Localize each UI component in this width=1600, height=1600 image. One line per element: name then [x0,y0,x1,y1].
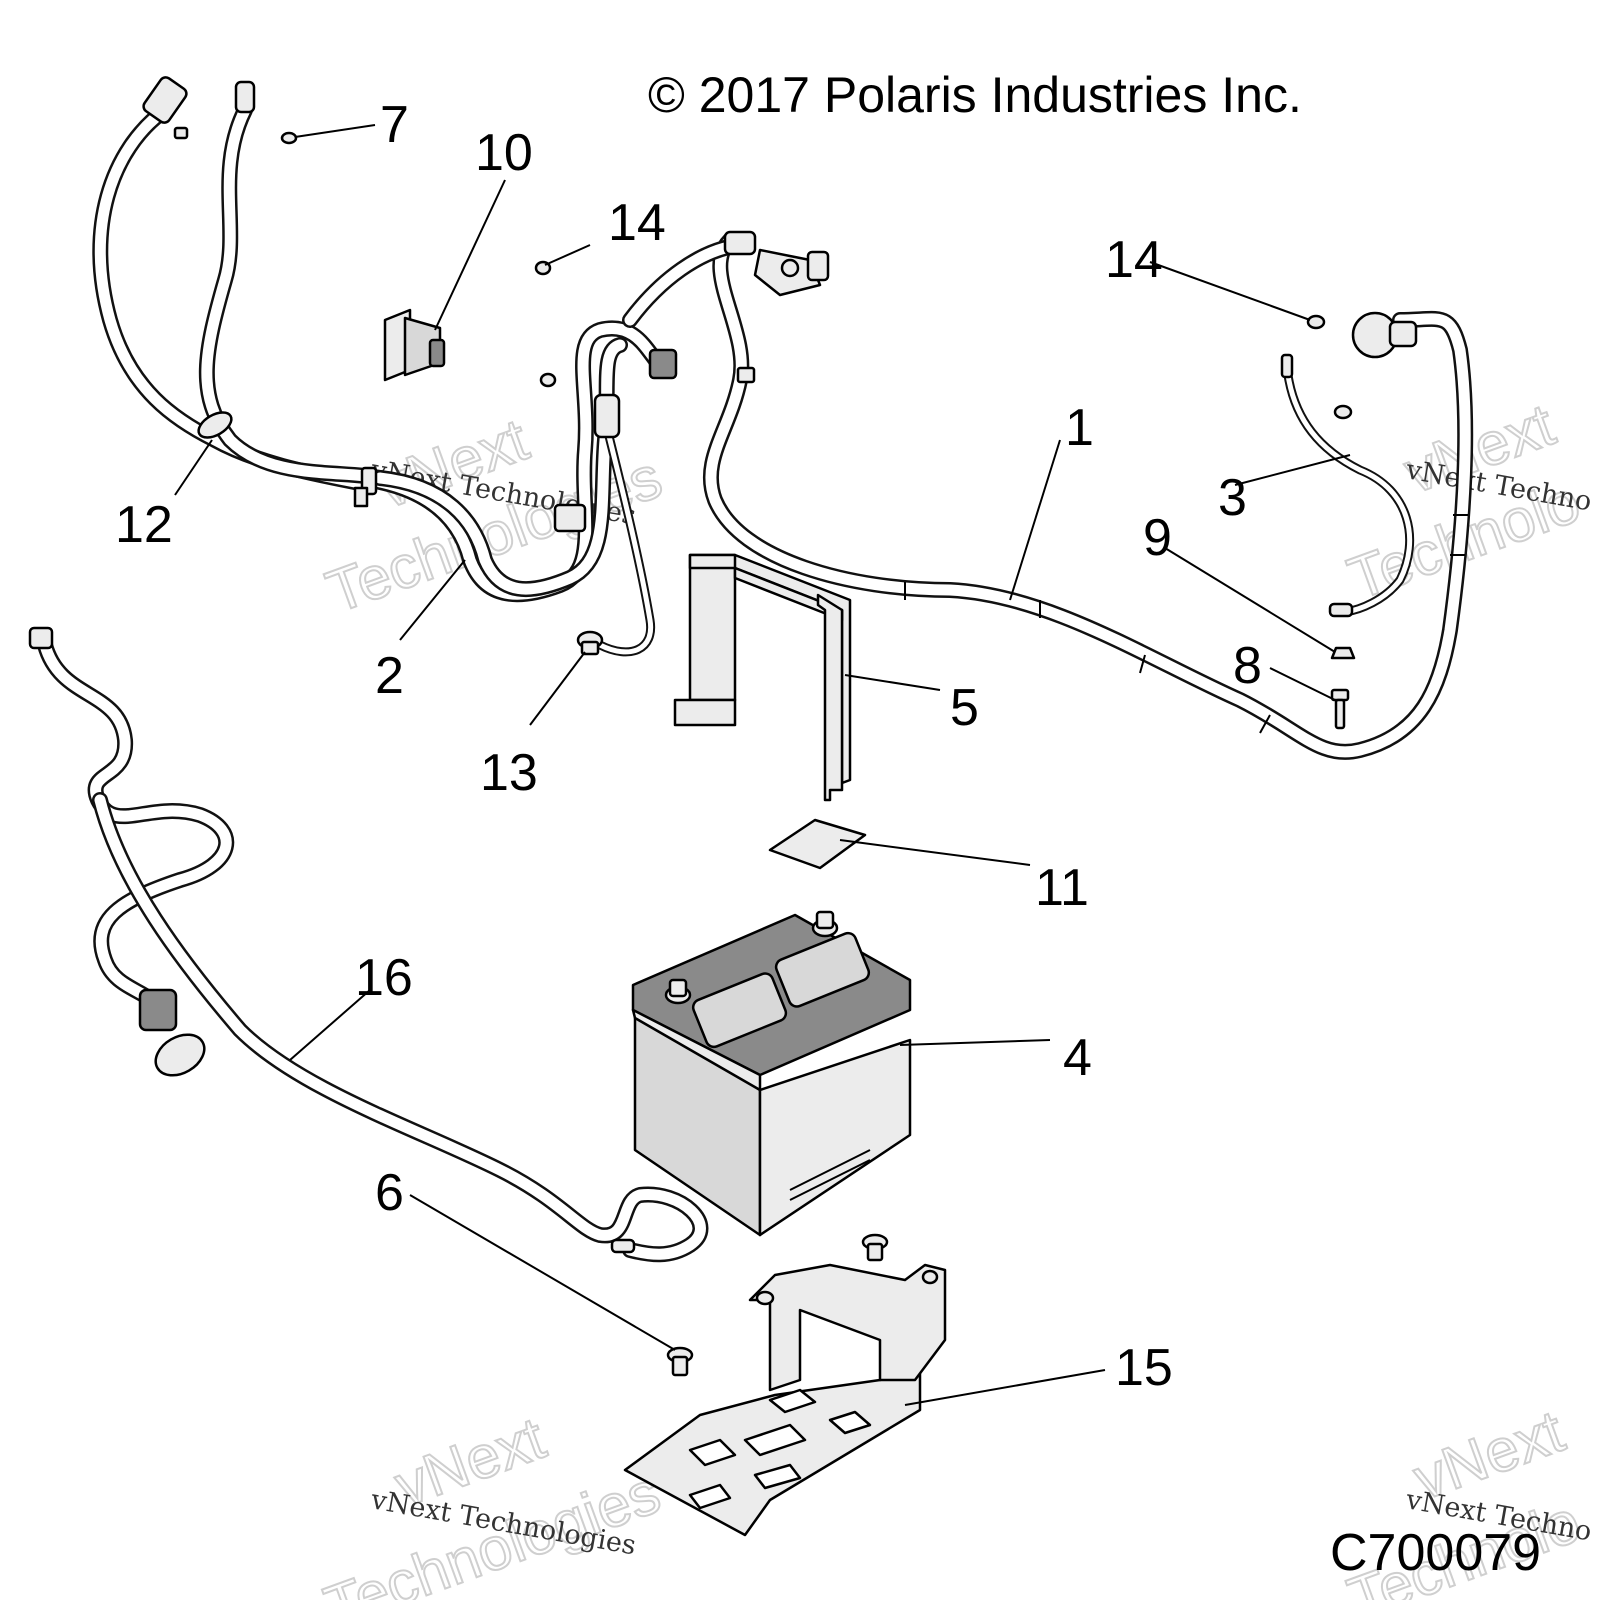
leader-8 [1269,667,1336,701]
tray-bolt [861,1233,889,1262]
figure-code: C700079 [1330,1524,1541,1582]
watermark-group-bottom-left: vNext Technologies vNext Technologies [315,1403,669,1600]
part-11-battery-pad [768,818,867,870]
part-1-battery-harness [622,230,1474,760]
leader-4 [899,1039,1051,1046]
leader-7 [294,124,376,138]
callout-labels: 1 2 3 4 5 6 7 8 9 10 11 12 13 14 14 15 1… [115,96,1262,1397]
part-9-nut [1330,646,1356,660]
leader-14-right [1149,261,1311,321]
callout-14-left: 14 [608,194,666,252]
callout-5: 5 [950,679,979,737]
part-5-battery-holddown [673,553,852,802]
leader-11 [839,839,1031,866]
leader-14-left [544,244,591,266]
part-14-nut-right-second [1333,404,1353,420]
part-3-ground-cable [1280,353,1415,618]
leader-13 [529,651,586,726]
part-10-relay [383,308,446,382]
part-15-battery-tray [623,1233,947,1537]
callout-3: 3 [1218,469,1247,527]
part-7-nut [280,131,298,145]
leader-9 [1164,547,1336,653]
leader-12 [174,439,213,496]
callout-10: 10 [475,124,533,182]
callout-14-right: 14 [1105,231,1163,289]
part-2-main-harness [353,320,678,657]
leader-6 [409,1194,676,1351]
part-8-bolt [1330,688,1350,730]
leader-1 [1009,439,1061,601]
part-14-nut-left-second [539,372,557,388]
copyright-notice: © 2017 Polaris Industries Inc. [648,67,1302,123]
callout-15: 15 [1115,1339,1173,1397]
part-4-battery [631,910,912,1237]
part-12-battery-cables [92,76,388,493]
part-14-nut-right [1306,314,1326,330]
hardware-nuts [280,131,1356,730]
callout-11: 11 [1035,859,1089,917]
part-16-positive-cable [28,626,709,1263]
leader-lines [174,124,1351,1406]
callout-1: 1 [1065,399,1094,457]
leader-2 [399,559,466,641]
callout-7: 7 [380,96,409,154]
leader-15 [904,1369,1106,1406]
leader-3 [1234,454,1351,486]
leader-5 [844,674,941,691]
callout-8: 8 [1233,637,1262,695]
part-13-terminal-bolt [576,630,604,656]
leader-10 [434,179,506,331]
callout-2: 2 [375,647,404,705]
callout-13: 13 [480,744,538,802]
callout-16: 16 [355,949,413,1007]
part-6-bolt [666,1346,694,1377]
callout-6: 6 [375,1164,404,1222]
callout-9: 9 [1143,509,1172,567]
callout-4: 4 [1063,1029,1092,1087]
leader-16 [289,989,371,1061]
callout-12: 12 [115,496,173,554]
